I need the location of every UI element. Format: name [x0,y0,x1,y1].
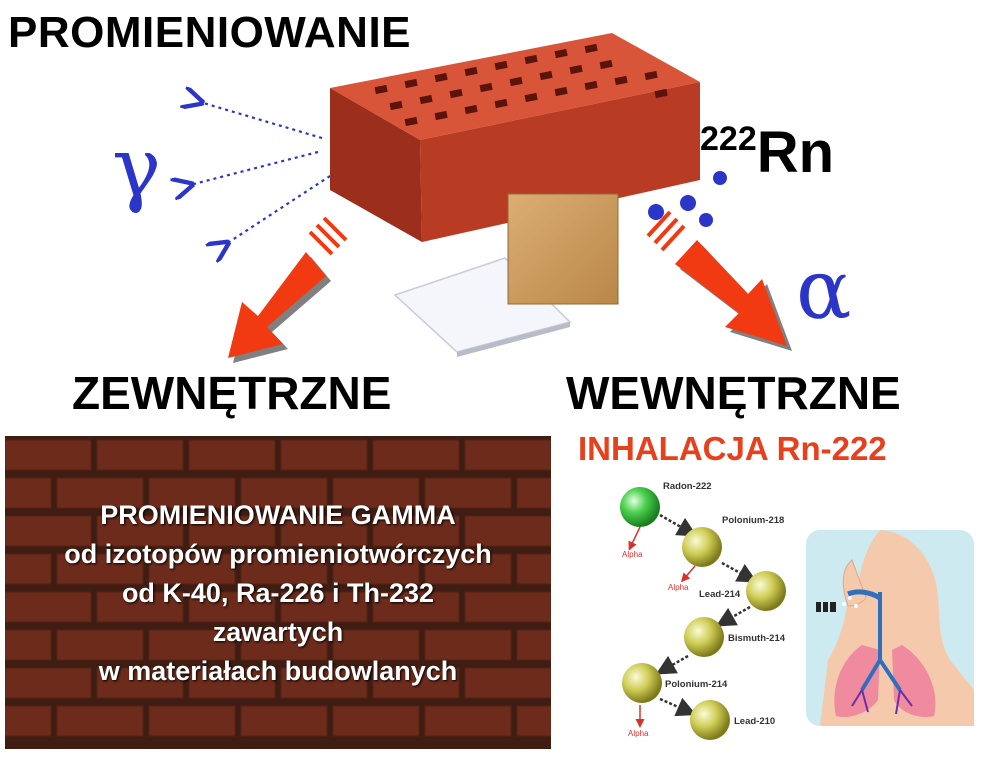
brick-wall-pattern [5,436,551,749]
polonium-214-sphere [622,663,662,703]
lead-214-sphere [746,571,786,611]
wall-caption-line-1: PROMIENIOWANIE GAMMA [100,500,456,530]
gamma-symbol: γ [112,121,162,216]
radon-particles [648,171,727,227]
ceramic-tile [507,193,619,305]
chain-label-lead-214: Lead-214 [699,589,741,600]
external-exposure-label: ZEWNĘTRZNE [72,367,392,419]
lead-210-sphere [690,700,730,740]
alpha-label-3: Alpha [628,729,649,738]
internal-exposure-label: WEWNĘTRZNE [566,367,901,419]
radon-isotope-label: 222Rn [700,122,834,182]
internal-arrow [646,210,792,351]
chain-label-polonium-214: Polonium-214 [665,679,728,690]
radon-element-symbol: Rn [756,120,835,185]
chain-label-polonium-218: Polonium-218 [722,515,784,526]
brick-illustration [330,33,700,242]
wall-caption-line-4: zawartych [212,617,344,647]
alpha-label-2: Alpha [668,583,689,592]
radon-sphere [620,487,660,527]
page-title: PROMIENIOWANIE [8,8,412,57]
wall-caption-line-3: od K-40, Ra-226 i Th-232 [121,578,435,608]
chain-label-lead-210: Lead-210 [734,716,775,727]
radon-mass-number: 222 [700,120,757,158]
alpha-label-1: Alpha [622,550,643,559]
inhalation-illustration [806,530,974,726]
wall-caption: PROMIENIOWANIE GAMMA od izotopów promien… [5,496,551,691]
inhalation-label: INHALACJA Rn-222 [578,430,887,467]
wall-caption-line-2: od izotopów promieniotwórczych [64,539,492,569]
bismuth-214-sphere [684,617,724,657]
chain-label-radon-222: Radon-222 [663,481,712,492]
polonium-218-sphere [682,527,722,567]
brick-wall-panel: PROMIENIOWANIE GAMMA od izotopów promien… [5,436,551,749]
chain-label-bismuth-214: Bismuth-214 [728,633,786,644]
wall-caption-line-5: w materiałach budowlanych [98,656,458,686]
gamma-rays [190,102,331,244]
external-arrow [228,216,348,363]
alpha-symbol: α [796,243,852,338]
decay-chain-diagram: Radon-222 Polonium-218 Lead-214 Bismuth-… [620,481,786,740]
